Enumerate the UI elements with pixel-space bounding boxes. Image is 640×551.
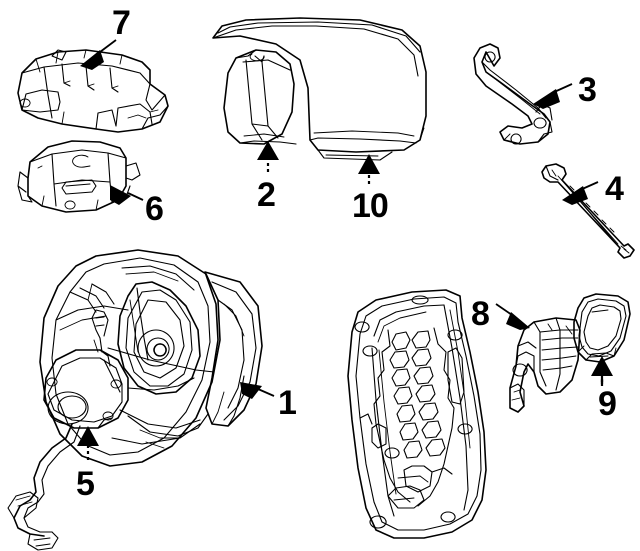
leader-7 (80, 39, 117, 70)
component-module-cover (17, 49, 169, 133)
component-ip-end-cap (223, 49, 297, 145)
callout-number-4: 4 (605, 170, 624, 208)
leader-2 (257, 141, 279, 172)
component-control-module (17, 140, 141, 213)
callout-number-7: 7 (112, 4, 131, 42)
leader-6 (110, 185, 144, 205)
component-clockspring (7, 309, 129, 551)
leader-10 (358, 154, 380, 184)
callout-number-2: 2 (257, 176, 276, 214)
component-sensor-cover (573, 293, 631, 363)
leader-5 (77, 426, 99, 460)
callout-number-1: 1 (278, 384, 297, 422)
component-bolt (541, 163, 635, 259)
callout-number-10: 10 (352, 187, 389, 225)
leader-4 (562, 181, 599, 205)
component-seat-back-frame (347, 289, 487, 539)
component-steering-wheel (39, 249, 263, 467)
component-passenger-airbag (212, 17, 427, 161)
callout-number-9: 9 (598, 385, 617, 423)
leader-3 (533, 83, 573, 109)
callout-number-6: 6 (145, 190, 164, 228)
component-bracket (473, 43, 553, 145)
callout-number-5: 5 (76, 465, 95, 503)
leader-8 (495, 303, 530, 330)
component-impact-sensor (509, 317, 581, 413)
leader-9 (591, 356, 613, 386)
callout-number-3: 3 (578, 71, 597, 109)
callout-number-8: 8 (471, 295, 490, 333)
leader-1 (240, 382, 275, 399)
